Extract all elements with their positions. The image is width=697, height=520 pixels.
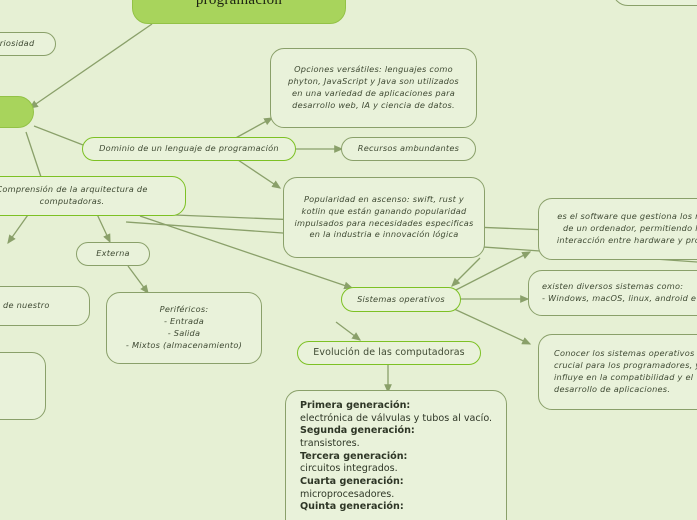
generacion-4-titulo: Cuarta generación:	[300, 475, 404, 487]
node-so-importancia-lines: Conocer los sistemas operativos e crucia…	[554, 348, 697, 394]
edge-comprension-to-externa	[95, 211, 111, 244]
node-so-ejemplos[interactable]: existen diversos sistemas como: - Window…	[528, 270, 697, 316]
generacion-3-titulo: Tercera generación:	[300, 450, 408, 462]
node-programacion-label: programación	[195, 0, 283, 9]
node-so-definicion[interactable]: es el software que gestiona los rec de u…	[538, 198, 697, 260]
node-opciones-versatiles[interactable]: Opciones versátiles: lenguajes como phyt…	[270, 48, 477, 128]
generacion-2-texto: transistores.	[300, 437, 360, 449]
generacion-3-texto: circuitos integrados.	[300, 463, 398, 475]
node-evolucion-computadoras[interactable]: Evolución de las computadoras	[297, 341, 481, 365]
generacion-4-texto: microprocesadores.	[300, 488, 395, 500]
node-curiosidad[interactable]: curiosidad	[0, 32, 56, 56]
node-dominio-lenguaje[interactable]: Dominio de un lenguaje de programación	[82, 137, 296, 161]
node-left-bottom-clipped-lines: re tura eatorio	[0, 364, 39, 409]
edge-comprension-to-left-small	[7, 211, 31, 245]
node-recursos-abundantes[interactable]: Recursos ambundantes	[341, 137, 476, 161]
node-externa-label: Externa	[96, 248, 130, 259]
edge-dominio-to-popularidad	[237, 159, 282, 189]
edge-sistemas-to-definicion	[451, 251, 532, 293]
generacion-1-texto: electrónica de válvulas y tubos al vacío…	[300, 412, 493, 424]
node-sistemas-operativos-label: Sistemas operativos	[357, 293, 445, 304]
node-so-ejemplos-lines: existen diversos sistemas como: - Window…	[542, 281, 697, 303]
edge-externa-to-perifericos	[127, 265, 149, 295]
generacion-5-titulo: Quinta generación:	[300, 501, 404, 513]
node-popularidad-ascenso-lines: Popularidad en ascenso: swift, rust y ko…	[294, 193, 474, 240]
generacion-2-titulo: Segunda generación:	[300, 425, 415, 437]
node-comprension-arquitectura-lines: Comprensión de la arquitectura de comput…	[0, 184, 148, 206]
node-perifericos[interactable]: Periféricos: - Entrada - Salida - Mixtos…	[106, 292, 262, 364]
node-recursos-abundantes-label: Recursos ambundantes	[357, 143, 460, 154]
node-dentro-de-nuestro[interactable]: ntro de nuestro	[0, 286, 90, 326]
edge-sistemas-to-importancia	[451, 307, 532, 345]
node-dominio-lenguaje-label: Dominio de un lenguaje de programación	[99, 143, 279, 154]
node-popularidad-ascenso[interactable]: Popularidad en ascenso: swift, rust y ko…	[283, 177, 485, 258]
node-dentro-de-nuestro-label: ntro de nuestro	[0, 300, 50, 311]
node-comprension-arquitectura[interactable]: Comprensión de la arquitectura de comput…	[0, 176, 186, 216]
node-so-importancia[interactable]: Conocer los sistemas operativos e crucia…	[538, 334, 697, 410]
node-left-clipped[interactable]: s	[0, 96, 34, 128]
node-evolucion-computadoras-label: Evolución de las computadoras	[313, 347, 465, 359]
edge-to-evolucion	[335, 321, 362, 341]
edge-popularidad-to-sistemas	[451, 257, 481, 287]
node-programacion[interactable]: programación	[132, 0, 346, 24]
node-top-right-clipped[interactable]	[612, 0, 697, 6]
node-left-bottom-clipped[interactable]: re tura eatorio	[0, 352, 46, 420]
node-sistemas-operativos[interactable]: Sistemas operativos	[341, 287, 461, 312]
node-so-definicion-lines: es el software que gestiona los rec de u…	[556, 211, 697, 245]
node-generaciones[interactable]: Primera generación: electrónica de válvu…	[285, 390, 507, 520]
node-perifericos-lines: Periféricos: - Entrada - Salida - Mixtos…	[125, 304, 243, 350]
node-curiosidad-label: curiosidad	[0, 38, 35, 49]
node-externa[interactable]: Externa	[76, 242, 150, 266]
node-opciones-versatiles-lines: Opciones versátiles: lenguajes como phyt…	[288, 64, 459, 110]
generacion-1-titulo: Primera generación:	[300, 400, 411, 411]
